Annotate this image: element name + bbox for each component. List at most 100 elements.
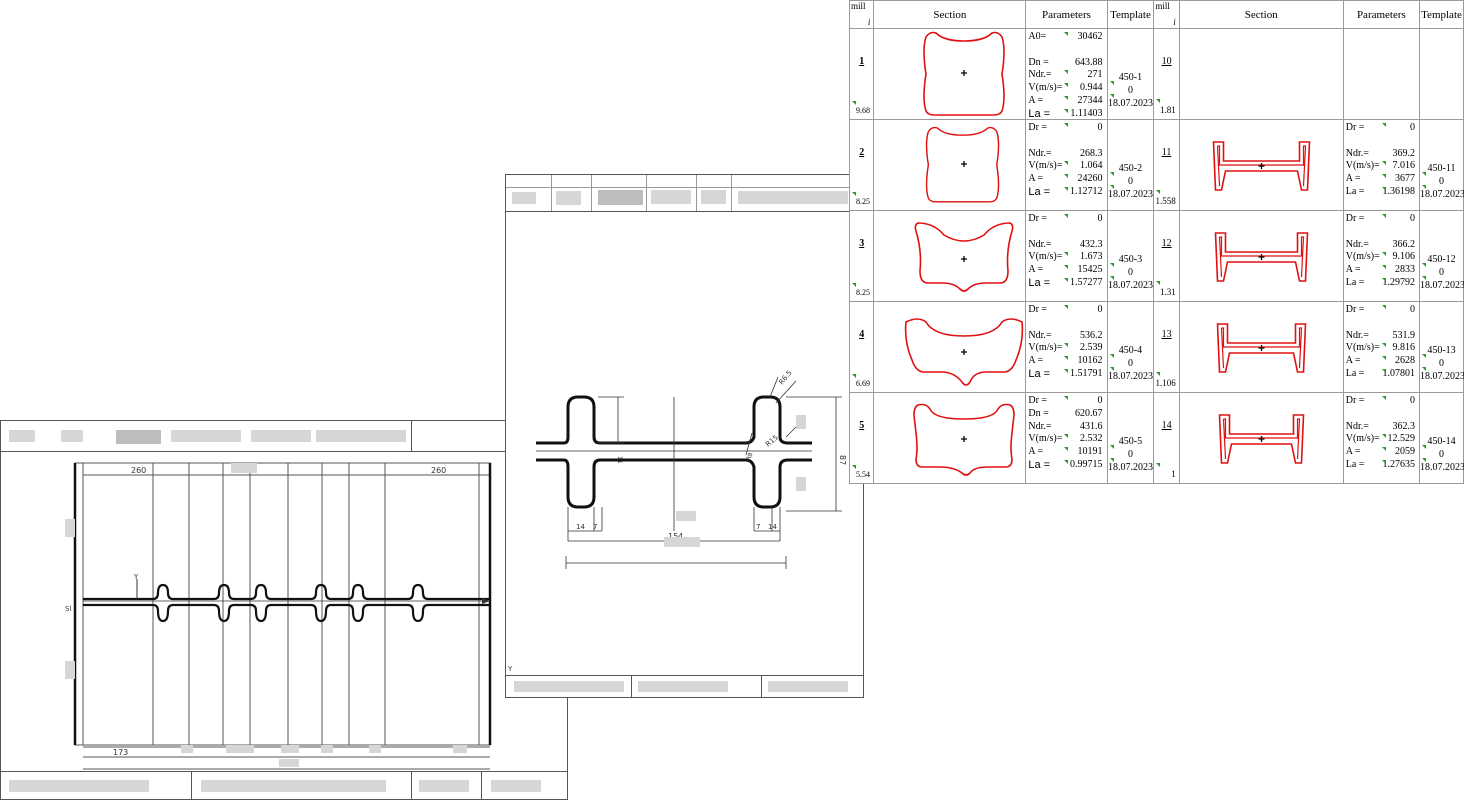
parameter-value: 1.57277 (1070, 277, 1103, 288)
input-marker (1381, 265, 1386, 270)
input-marker (1064, 396, 1069, 400)
pass-number: 13 (1161, 329, 1172, 340)
template-id: 450-3 (1118, 254, 1143, 265)
template-date: 18.07.2023 (1420, 462, 1464, 473)
title-strip-bottom (506, 675, 863, 697)
template-id: 450-12 (1427, 254, 1456, 265)
parameter-label: A = (1345, 264, 1361, 276)
input-marker (1064, 447, 1069, 452)
dim-web: 11 (616, 456, 623, 464)
pass-number: 4 (859, 329, 865, 340)
section-profile (905, 318, 1024, 386)
ibeam-outline (1216, 323, 1307, 373)
dim-r-small: R8 (745, 452, 754, 462)
section-header: Section (873, 0, 1027, 29)
axis-y-label: Y (133, 573, 139, 581)
template-offset: 0 (1127, 358, 1133, 369)
parameter-label: Dr = (1028, 122, 1048, 133)
pass-number: 12 (1161, 238, 1172, 249)
section-profile (1218, 414, 1305, 464)
parameter-label: Dr = (1028, 213, 1048, 224)
section-cell (873, 28, 1027, 120)
parameter-value: 1.07801 (1382, 368, 1416, 379)
parameter-label: Dr = (1028, 395, 1048, 406)
parameter-label: Ndr.= (1345, 329, 1369, 341)
parameter-label: A = (1028, 446, 1044, 458)
template-id: 450-2 (1118, 163, 1143, 174)
parameter-value: 0 (1410, 213, 1416, 224)
input-marker (1422, 367, 1427, 371)
parameter-label: Ndr.= (1345, 420, 1369, 432)
parameter-label: V(m/s)= (1345, 433, 1380, 445)
parameter-value: 10191 (1077, 446, 1103, 458)
input-marker (1422, 276, 1427, 280)
template-date: 18.07.2023 (1420, 371, 1464, 382)
section-cell (1178, 210, 1344, 302)
reduction-value: 1 (1171, 469, 1176, 479)
input-marker (852, 465, 856, 469)
input-marker (1109, 276, 1114, 280)
parameter-label: V(m/s)= (1345, 251, 1380, 263)
title-strip-top (1, 421, 567, 452)
parameter-value: 431.6 (1080, 420, 1103, 432)
centroid-cross (1258, 436, 1265, 442)
input-marker (1381, 460, 1386, 464)
parameter-label: V(m/s)= (1028, 433, 1063, 445)
input-marker (852, 192, 856, 196)
parameter-label: La = (1345, 186, 1365, 197)
reduction-value: 1.106 (1155, 378, 1176, 388)
input-marker (1064, 252, 1069, 257)
section-cell (873, 301, 1027, 393)
parameter-value: 268.3 (1080, 147, 1103, 159)
axis-s-label: Sl (65, 605, 71, 613)
input-marker (1109, 354, 1114, 358)
ibeam-outline (1214, 232, 1309, 282)
input-marker (1064, 96, 1069, 100)
input-marker (1381, 369, 1386, 373)
template-offset: 0 (1127, 176, 1133, 187)
template-offset: 0 (1439, 358, 1444, 369)
section-outline (923, 31, 1006, 116)
input-marker (1381, 343, 1386, 348)
parameter-value: 2.539 (1080, 342, 1103, 354)
input-marker (1064, 108, 1069, 113)
centroid-cross (961, 256, 968, 262)
section-profile (923, 31, 1006, 116)
parameter-value: 27344 (1077, 95, 1103, 106)
input-marker (1381, 396, 1386, 400)
centroid-cross (1258, 163, 1265, 169)
reduction-value: 1.81 (1159, 105, 1176, 115)
input-marker (1381, 278, 1386, 282)
pass-number: 14 (1161, 420, 1172, 431)
parameter-label: Dr = (1345, 304, 1365, 315)
parameter-label: Ndr.= (1345, 147, 1369, 159)
parameter-value: 643.88 (1075, 56, 1103, 68)
section-dimension-drawing: 87 154 R6.5 R15 R8 11 14 7 7 14 Y (507, 369, 847, 671)
parameter-value: 0.99715 (1070, 459, 1103, 470)
input-marker (852, 374, 856, 378)
template-header: Template (1419, 0, 1464, 29)
parameter-label: A0= (1028, 31, 1047, 42)
reduction-value: 1.31 (1159, 287, 1176, 297)
parameter-value: 9.816 (1392, 342, 1416, 354)
parameters-header: Parameters (1025, 0, 1108, 29)
parameter-value: 1.36198 (1382, 186, 1416, 197)
input-marker (1381, 434, 1386, 439)
parameter-label: La = (1028, 107, 1051, 120)
pass-number-cell: 14 1 (1153, 392, 1180, 484)
template-offset: 0 (1127, 449, 1133, 460)
input-marker (1064, 265, 1069, 270)
parameter-value: 0 (1410, 304, 1416, 315)
parameter-value: 1.673 (1080, 251, 1103, 263)
